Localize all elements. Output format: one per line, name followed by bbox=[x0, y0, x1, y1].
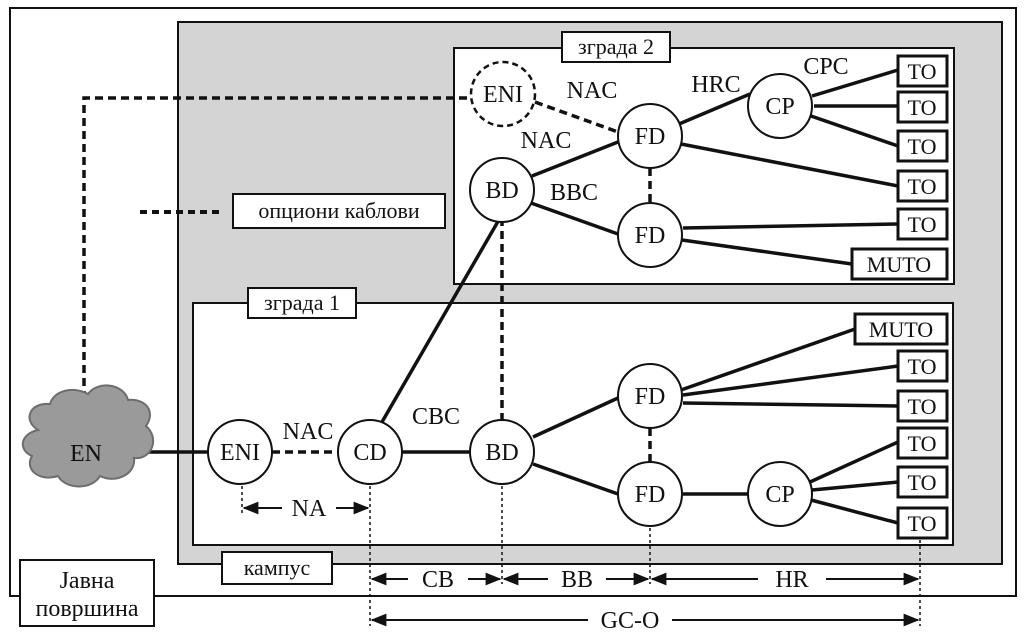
campus-label: кампус bbox=[221, 551, 333, 585]
b1-outlet-to-2: TO bbox=[896, 389, 949, 423]
svg-text:зграда 1: зграда 1 bbox=[264, 290, 340, 315]
svg-text:TO: TO bbox=[908, 431, 937, 456]
svg-text:CP: CP bbox=[765, 94, 794, 120]
svg-text:зграда 2: зграда 2 bbox=[578, 34, 654, 59]
b1-cp-node: CP bbox=[747, 461, 813, 527]
b1-bd-node: BD bbox=[469, 419, 535, 485]
b2-nac-label-top: NAC bbox=[567, 78, 618, 104]
b1-cd-node: CD bbox=[337, 419, 403, 485]
b1-outlet-to-4: TO bbox=[896, 465, 949, 499]
b2-outlet-to-2: TO bbox=[896, 90, 949, 124]
svg-text:FD: FD bbox=[635, 124, 666, 150]
b1-outlet-to-1: TO bbox=[896, 349, 949, 383]
svg-text:TO: TO bbox=[908, 95, 937, 120]
svg-text:BD: BD bbox=[485, 178, 518, 204]
svg-text:TO: TO bbox=[908, 174, 937, 199]
svg-text:TO: TO bbox=[908, 59, 937, 84]
b2-fd-top-node: FD bbox=[617, 103, 683, 169]
building-2-area bbox=[453, 47, 955, 285]
public-area-label: Јавна површина bbox=[19, 559, 155, 627]
b1-outlet-to-3: TO bbox=[896, 426, 949, 460]
svg-text:опциони каблови: опциони каблови bbox=[258, 198, 419, 223]
en-cloud: EN bbox=[22, 384, 155, 488]
svg-text:BD: BD bbox=[485, 440, 518, 466]
svg-text:TO: TO bbox=[908, 394, 937, 419]
svg-text:MUTO: MUTO bbox=[869, 317, 933, 342]
svg-text:Јавна: Јавна bbox=[60, 568, 115, 594]
b2-cp-node: CP bbox=[747, 73, 813, 139]
dim-hr-label: HR bbox=[775, 567, 808, 593]
b2-bd-node: BD bbox=[469, 157, 535, 223]
svg-text:TO: TO bbox=[908, 134, 937, 159]
b1-eni-node: ENI bbox=[207, 419, 273, 485]
optional-cable-paths bbox=[82, 96, 652, 464]
svg-text:кампус: кампус bbox=[244, 555, 311, 580]
svg-text:ENI: ENI bbox=[483, 82, 523, 108]
svg-text:EN: EN bbox=[70, 441, 102, 467]
b2-nac-label-bottom: NAC bbox=[521, 128, 572, 154]
svg-text:TO: TO bbox=[908, 511, 937, 536]
svg-text:FD: FD bbox=[635, 223, 666, 249]
b2-cpc-label: CPC bbox=[803, 54, 848, 80]
b2-hrc-label: HRC bbox=[691, 72, 740, 98]
b1-outlet-to-5: TO bbox=[896, 506, 949, 540]
svg-text:FD: FD bbox=[635, 384, 666, 410]
b2-outlet-to-1: TO bbox=[896, 54, 949, 88]
building-2-label: зграда 2 bbox=[561, 31, 671, 63]
svg-text:ENI: ENI bbox=[220, 440, 260, 466]
building-1-label: зграда 1 bbox=[247, 287, 357, 319]
svg-text:CP: CP bbox=[765, 482, 794, 508]
dim-cb-label: CB bbox=[422, 567, 454, 593]
optional-cables-legend: опциони каблови bbox=[140, 193, 446, 229]
dimension-arrows bbox=[242, 501, 920, 627]
b1-nac-label: NAC bbox=[283, 419, 334, 445]
b1-cbc-label: CBC bbox=[412, 404, 460, 430]
dim-bb-label: BB bbox=[561, 567, 593, 593]
b2-outlet-to-4: TO bbox=[896, 169, 949, 203]
cables bbox=[145, 68, 899, 525]
dimension-guides bbox=[241, 486, 921, 626]
b1-fd-bottom-node: FD bbox=[617, 461, 683, 527]
svg-text:CD: CD bbox=[353, 440, 386, 466]
b2-eni-node: ENI bbox=[469, 60, 537, 128]
b2-bbc-label: BBC bbox=[550, 180, 598, 206]
b2-outlet-to-5: TO bbox=[896, 207, 949, 241]
svg-text:TO: TO bbox=[908, 212, 937, 237]
dim-na-label: NA bbox=[292, 496, 327, 522]
dim-gco-label: GC-O bbox=[601, 608, 660, 634]
svg-text:FD: FD bbox=[635, 482, 666, 508]
b2-outlet-muto: MUTO bbox=[850, 247, 949, 281]
svg-text:TO: TO bbox=[908, 470, 937, 495]
svg-text:MUTO: MUTO bbox=[867, 252, 931, 277]
svg-text:TO: TO bbox=[908, 354, 937, 379]
b1-fd-top-node: FD bbox=[617, 363, 683, 429]
b2-outlet-to-3: TO bbox=[896, 129, 949, 163]
b2-fd-bottom-node: FD bbox=[617, 202, 683, 268]
svg-text:површина: површина bbox=[36, 596, 139, 622]
b1-outlet-muto: MUTO bbox=[853, 312, 949, 346]
